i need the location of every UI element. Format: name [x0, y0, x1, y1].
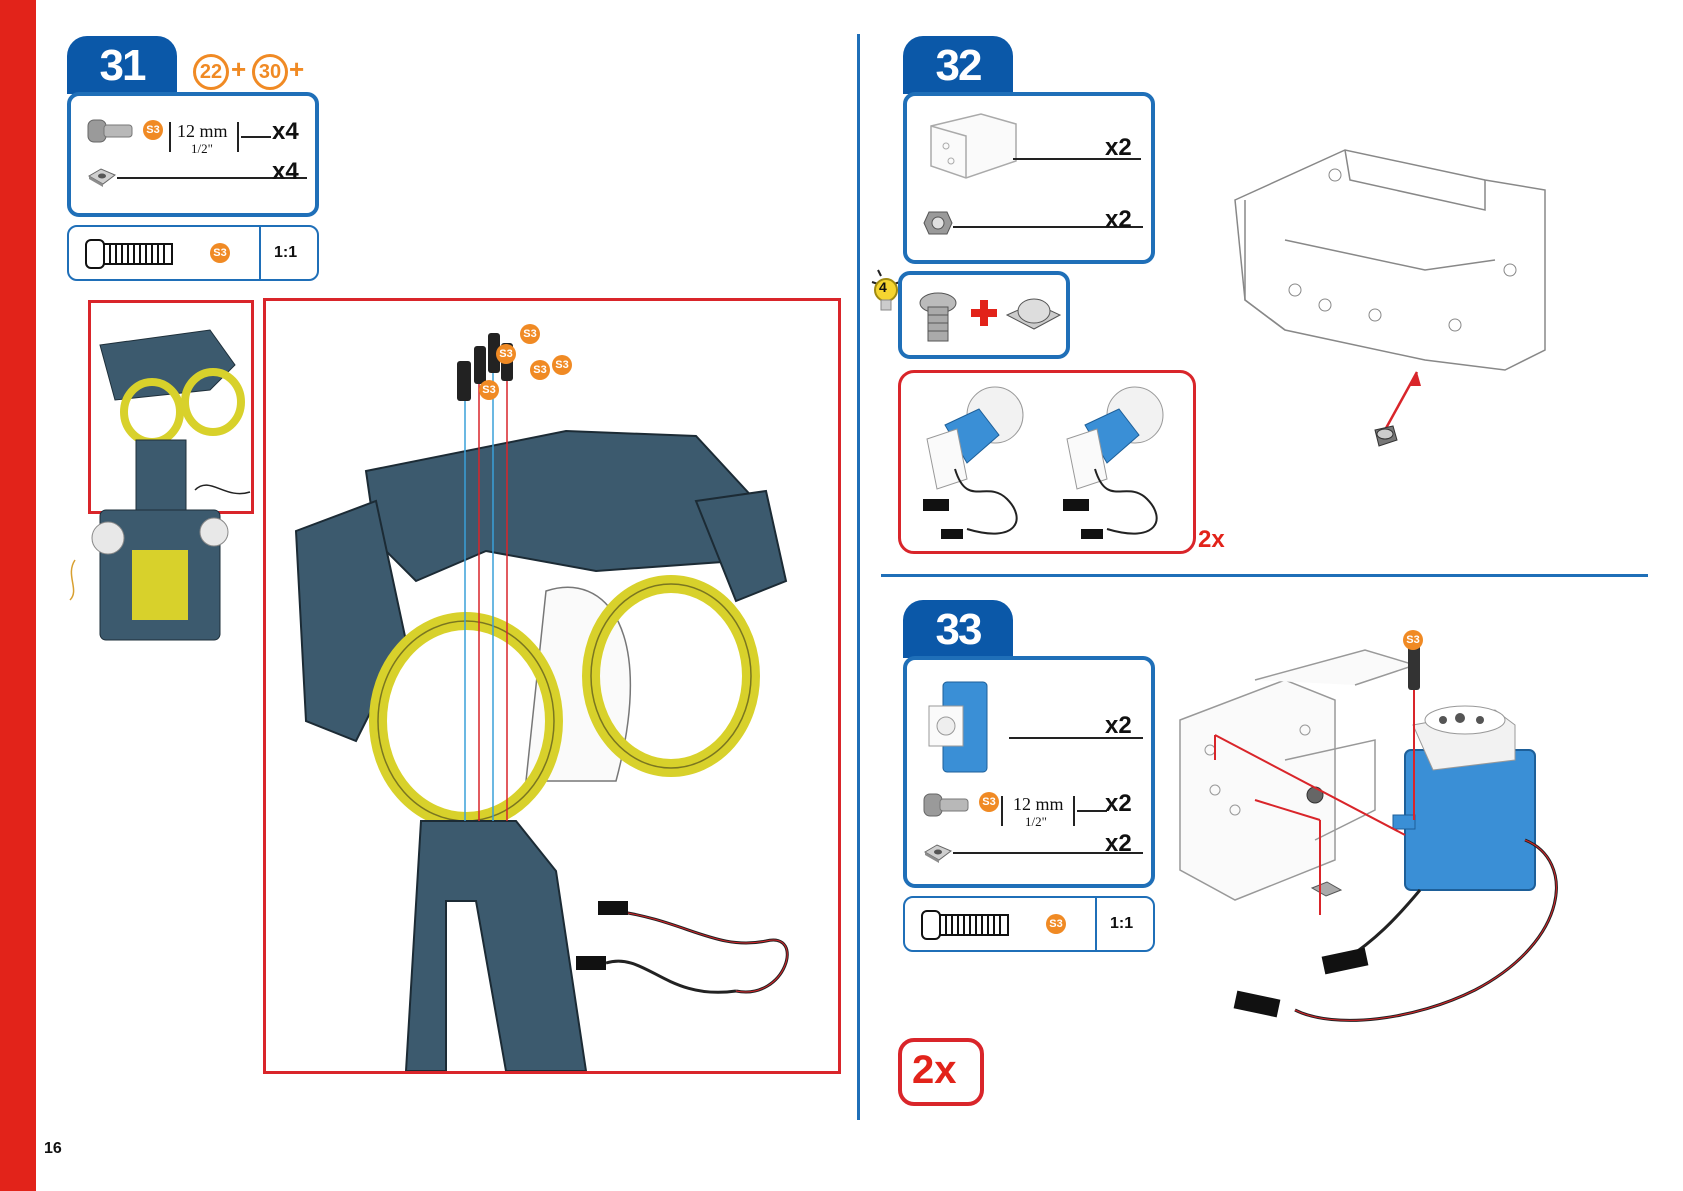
- s3-badge: S3: [530, 360, 550, 380]
- step-ref-22: 22: [193, 54, 229, 90]
- scale-ratio: 1:1: [1110, 915, 1133, 933]
- step-31-number: 31: [67, 36, 177, 94]
- plus-sign: +: [289, 54, 304, 85]
- s3-badge: S3: [479, 380, 499, 400]
- dimension-bar: [1073, 796, 1075, 826]
- square-nut-icon: [923, 842, 953, 864]
- square-nut-icon: [87, 166, 117, 188]
- bolt-length-inch: 1/2": [191, 141, 213, 157]
- bolt-length: 12 mm: [177, 121, 228, 142]
- bolt-length: 12 mm: [1013, 794, 1064, 815]
- servo-pair-illustration: [907, 379, 1187, 547]
- scale-ratio: 1:1: [274, 244, 297, 262]
- bolt-length-inch: 1/2": [1025, 814, 1047, 830]
- servo-quantity: x2: [1105, 712, 1132, 740]
- step-31-parts-box: S3 12 mm 1/2" x4 x4: [67, 92, 319, 217]
- leader-line: [241, 136, 271, 138]
- bolt-quantity: x4: [272, 118, 299, 146]
- tip-number: 4: [879, 279, 887, 295]
- red-page-strip: [0, 0, 36, 1191]
- s3-badge: S3: [210, 243, 230, 263]
- screw-plus-nut-icon: [912, 285, 1062, 349]
- step-ref-30: 30: [252, 54, 288, 90]
- head-frame-assembly-illustration: [266, 301, 838, 1071]
- repeat-frame: 2x: [898, 1038, 984, 1106]
- dimension-bar: [169, 122, 171, 152]
- nut-quantity: x4: [272, 158, 299, 186]
- repeat-badge: 2x: [912, 1048, 957, 1093]
- servo-mounting-illustration: [1175, 640, 1615, 1080]
- s3-badge: S3: [1403, 630, 1423, 650]
- bolt-icon: [87, 116, 133, 146]
- robot-thumbnail-illustration: [60, 300, 260, 660]
- s3-badge: S3: [1046, 914, 1066, 934]
- s3-badge: S3: [979, 792, 999, 812]
- bracket-nut-illustration: [1225, 140, 1555, 465]
- servo-motor-icon: [921, 674, 1001, 780]
- plus-sign: +: [231, 54, 246, 85]
- scale-divider: [259, 227, 261, 279]
- step-31-scale-box: S3 1:1: [67, 225, 319, 281]
- scale-divider: [1095, 898, 1097, 950]
- column-divider: [857, 34, 860, 1120]
- bracket-quantity: x2: [1105, 134, 1132, 162]
- s3-badge: S3: [552, 355, 572, 375]
- step-33-scale-box: S3 1:1: [903, 896, 1155, 952]
- bolt-quantity: x2: [1105, 790, 1132, 818]
- page-number: 16: [44, 1140, 62, 1158]
- tip-box: [898, 271, 1070, 359]
- bolt-scale-icon: [921, 910, 1011, 940]
- s3-badge: S3: [496, 344, 516, 364]
- bolt-icon: [923, 790, 969, 820]
- leader-line: [1077, 810, 1107, 812]
- step-32-parts-box: x2 x2: [903, 92, 1155, 264]
- bolt-scale-icon: [85, 239, 175, 269]
- step-33-parts-box: x2 S3 12 mm 1/2" x2 x2: [903, 656, 1155, 888]
- servo-bracket-icon: [921, 106, 1021, 186]
- s3-badge: S3: [520, 324, 540, 344]
- dimension-bar: [1001, 796, 1003, 826]
- lock-nut-icon: [923, 208, 953, 238]
- repeat-badge: 2x: [1198, 526, 1225, 554]
- nut-quantity: x2: [1105, 830, 1132, 858]
- row-divider: [881, 574, 1648, 577]
- servo-assembly-frame: [898, 370, 1196, 554]
- step-32-number: 32: [903, 36, 1013, 94]
- lock-nut-quantity: x2: [1105, 206, 1132, 234]
- step-33-number: 33: [903, 600, 1013, 658]
- dimension-bar: [237, 122, 239, 152]
- s3-badge: S3: [143, 120, 163, 140]
